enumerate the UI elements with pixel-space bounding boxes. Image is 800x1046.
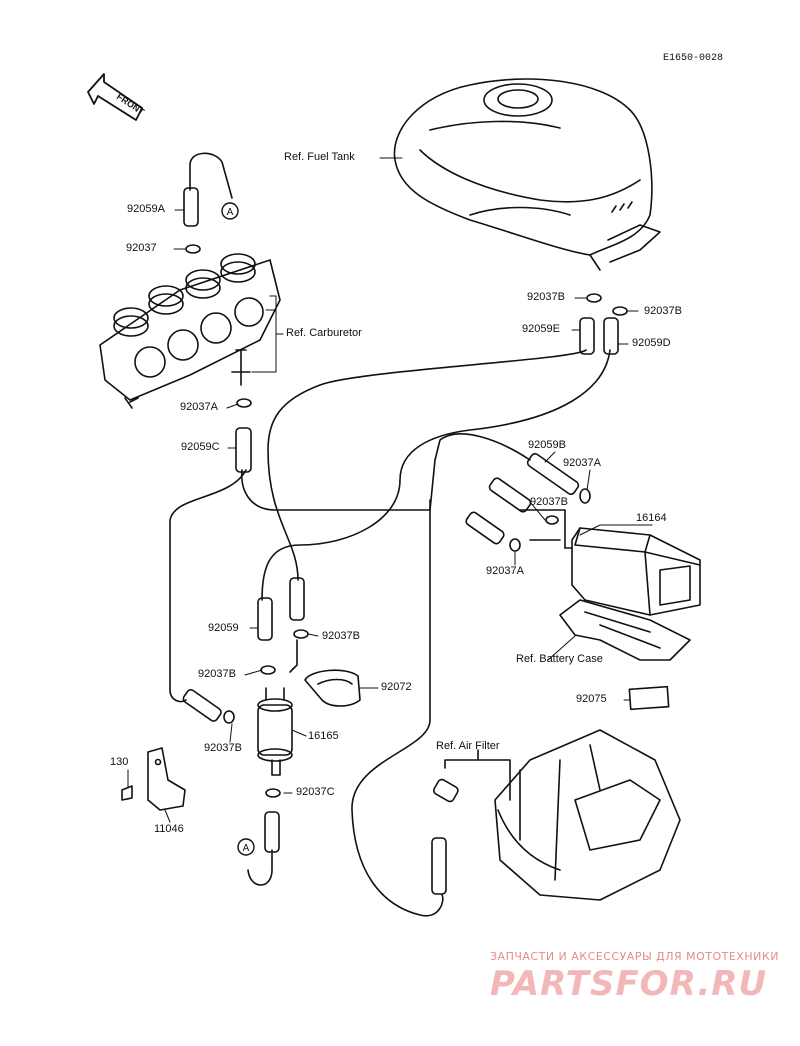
label-11046: 11046 bbox=[154, 823, 184, 835]
label-92037B-left: 92037B bbox=[198, 668, 236, 680]
label-92037B-mid: 92037B bbox=[530, 496, 568, 508]
label-92037B-tank-left: 92037B bbox=[527, 291, 565, 303]
label-92037A-right: 92037A bbox=[563, 457, 601, 469]
label-92075: 92075 bbox=[576, 693, 607, 705]
air-filter bbox=[494, 729, 681, 901]
label-16165: 16165 bbox=[308, 730, 339, 742]
label-92059E: 92059E bbox=[522, 323, 560, 335]
label-92072: 92072 bbox=[381, 681, 412, 693]
label-92059: 92059 bbox=[208, 622, 239, 634]
label-92059B: 92059B bbox=[528, 439, 566, 451]
circle-marker-bottom: A bbox=[237, 838, 255, 856]
fuel-pump-16165 bbox=[257, 687, 293, 776]
hose-lines bbox=[169, 152, 611, 917]
label-ref-carburetor: Ref. Carburetor bbox=[286, 327, 362, 339]
leader-lines bbox=[127, 157, 653, 823]
label-92037B-tank-right: 92037B bbox=[644, 305, 682, 317]
watermark-tagline: ЗАПЧАСТИ И АКСЕССУАРЫ ДЛЯ МОТОТЕХНИКИ bbox=[490, 950, 779, 963]
watermark-logo: PARTSFOR.RU bbox=[490, 964, 768, 1004]
label-ref-fuel-tank: Ref. Fuel Tank bbox=[284, 151, 355, 163]
label-16164: 16164 bbox=[636, 512, 667, 524]
label-92037A-low: 92037A bbox=[486, 565, 524, 577]
label-ref-battery-case: Ref. Battery Case bbox=[516, 653, 603, 665]
front-arrow-icon bbox=[87, 73, 143, 121]
pad-92075 bbox=[628, 685, 670, 711]
label-92037-top: 92037 bbox=[126, 242, 157, 254]
fuel-tank bbox=[393, 78, 661, 271]
label-130: 130 bbox=[110, 756, 129, 768]
label-92037B-center: 92037B bbox=[322, 630, 360, 642]
label-92037B-lower-left: 92037B bbox=[204, 742, 242, 754]
label-92059C: 92059C bbox=[181, 441, 220, 453]
front-arrow-text: FRONT bbox=[115, 91, 147, 117]
svg-text:A: A bbox=[227, 207, 234, 218]
label-ref-air-filter: Ref. Air Filter bbox=[436, 740, 500, 752]
bracket-11046 bbox=[121, 747, 186, 811]
battery-case bbox=[559, 599, 691, 661]
diagram-code: E1650-0028 bbox=[663, 53, 724, 64]
canister-16164 bbox=[564, 527, 701, 616]
label-92059D: 92059D bbox=[632, 337, 671, 349]
carburetor bbox=[99, 253, 281, 409]
label-92059A: 92059A bbox=[127, 203, 165, 215]
label-92037C: 92037C bbox=[296, 786, 335, 798]
hose-clips bbox=[185, 244, 628, 798]
clamp-92072 bbox=[304, 669, 361, 707]
hose-sleeves bbox=[182, 187, 619, 895]
svg-text:A: A bbox=[243, 843, 250, 854]
circle-marker-top: A bbox=[221, 202, 239, 220]
label-92037A-left: 92037A bbox=[180, 401, 218, 413]
